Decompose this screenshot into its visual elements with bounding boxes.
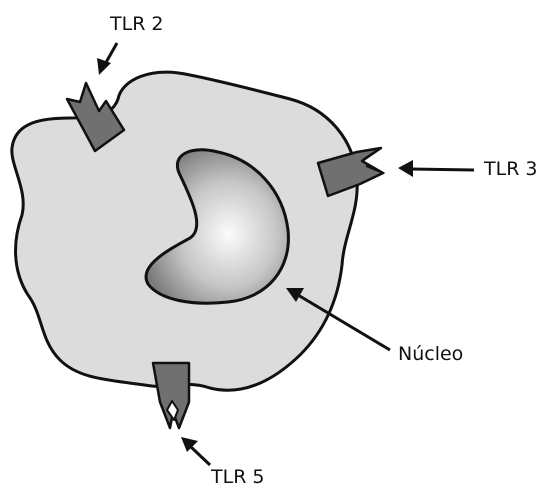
nucleus-label: Núcleo — [398, 343, 463, 365]
tlr3-arrow — [398, 160, 474, 177]
cell-membrane — [12, 72, 357, 390]
tlr3-label: TLR 3 — [483, 158, 538, 180]
tlr2-arrow — [97, 43, 117, 75]
tlr5-arrow — [181, 437, 210, 465]
tlr2-label: TLR 2 — [109, 13, 164, 35]
tlr5-receptor — [153, 363, 189, 428]
tlr5-label: TLR 5 — [210, 466, 265, 488]
